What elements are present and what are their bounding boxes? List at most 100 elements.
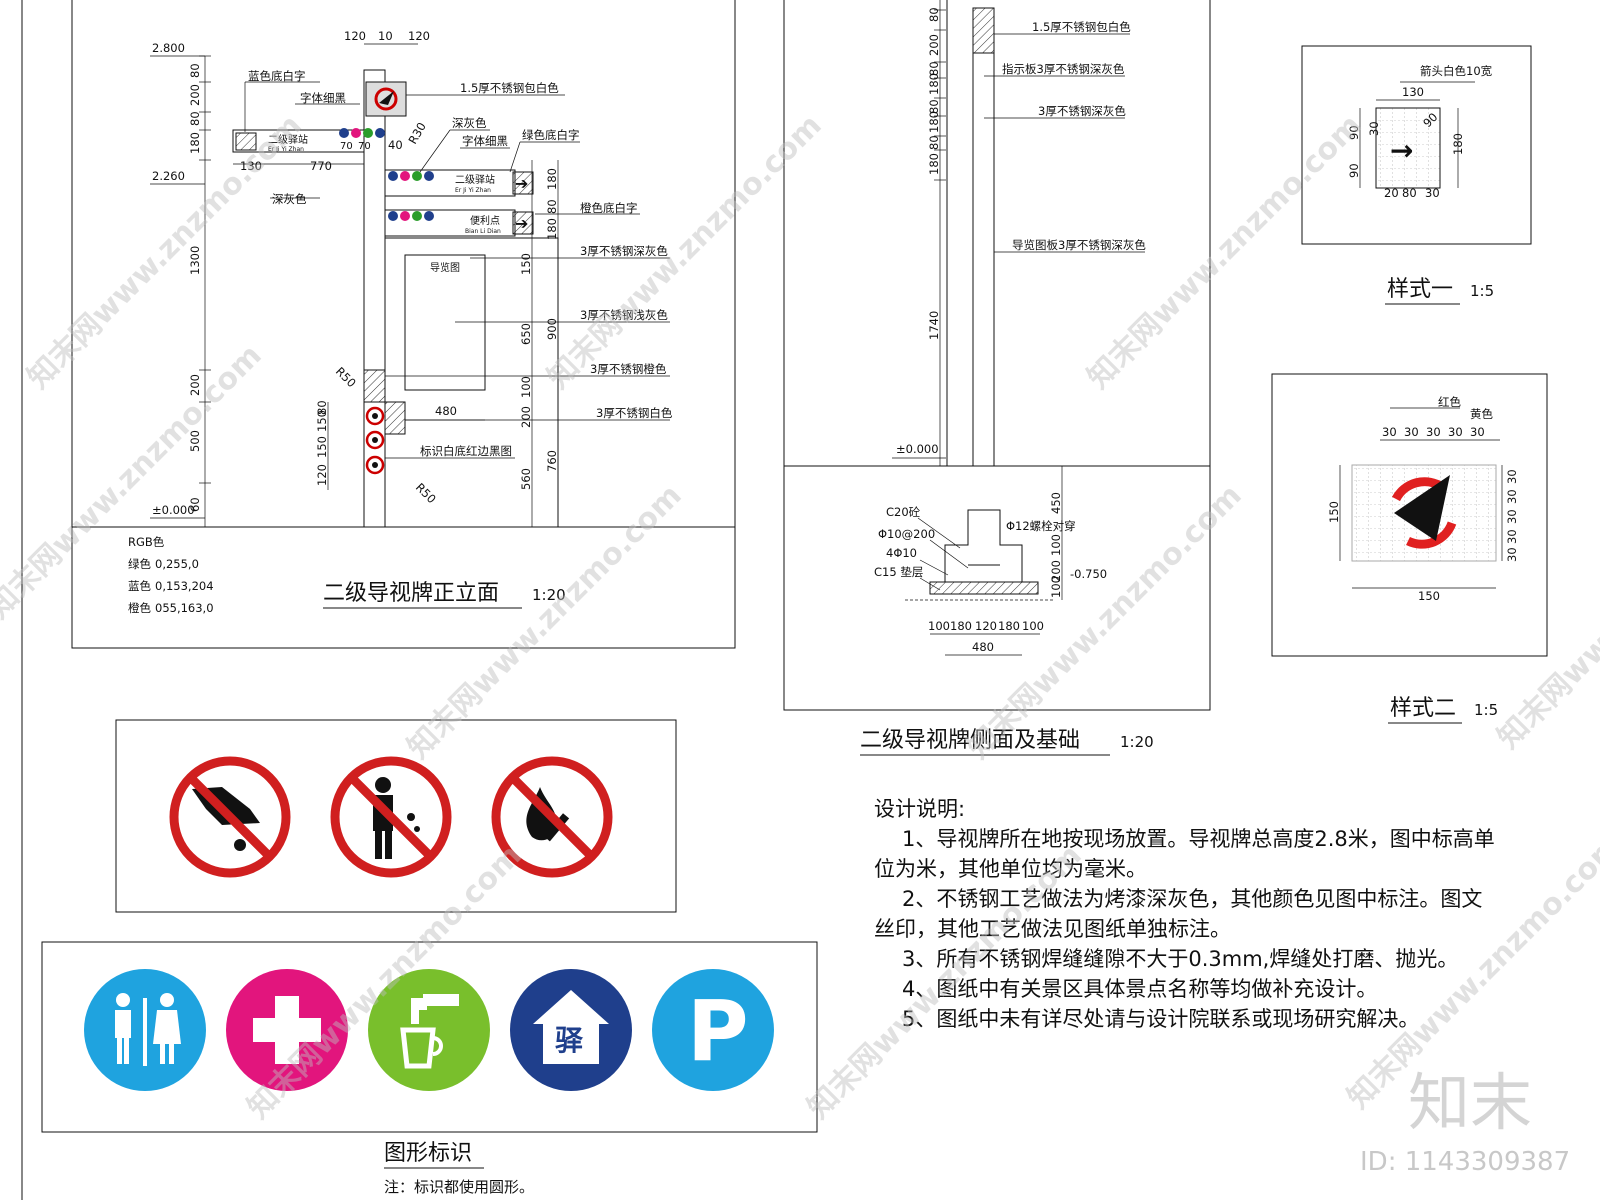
foundation-pad bbox=[929, 581, 1039, 595]
left-sign-sub: Er Ji Yi Zhan bbox=[268, 146, 304, 153]
parking-char: P bbox=[687, 982, 749, 1080]
dim-right-3: 180 bbox=[545, 218, 559, 240]
style-two-height: 150 bbox=[1327, 501, 1341, 523]
style-two-width: 150 bbox=[1418, 589, 1440, 603]
dim-130: 130 bbox=[240, 159, 262, 173]
dim-70b: 70 bbox=[358, 141, 371, 152]
dim-r50a: R50 bbox=[333, 364, 359, 390]
dim-right-1: 180 bbox=[545, 168, 559, 190]
dim-top-1: 120 bbox=[344, 29, 366, 43]
design-note-5: 5、图纸中未有详尽处请与设计院联系或现场研究解决。 bbox=[902, 1007, 1419, 1031]
style-two-scale: 1:5 bbox=[1474, 701, 1498, 719]
dim-770: 770 bbox=[310, 159, 332, 173]
side-total: 480 bbox=[972, 640, 994, 654]
orange-band bbox=[363, 369, 386, 403]
side-ground: ±0.000 bbox=[896, 442, 939, 456]
side-bottom-dim-5: 100 bbox=[1022, 619, 1044, 633]
style-one-dim-90a: 90 bbox=[1347, 125, 1361, 140]
dim-r30: R30 bbox=[405, 120, 428, 147]
design-note-1b: 位为米，其他单位均为毫米。 bbox=[874, 857, 1147, 881]
rgb-green-name: 绿色 bbox=[128, 557, 151, 571]
right-sign-2-sub: Bian Li Dian bbox=[465, 228, 501, 235]
callout-stainless-white: 1.5厚不锈钢包白色 bbox=[460, 81, 559, 95]
front-view-title: 二级导视牌正立面 bbox=[323, 581, 499, 606]
style-two-red-label: 红色 bbox=[1438, 395, 1461, 409]
dim-left-6: 200 bbox=[188, 374, 202, 396]
front-view-frame bbox=[71, 0, 736, 649]
dim-right-7: 100 bbox=[519, 376, 533, 398]
post-sign-icons bbox=[365, 406, 385, 475]
logo-mark-icon bbox=[374, 87, 398, 111]
no-trampling-icon bbox=[169, 756, 291, 878]
side-post bbox=[972, 7, 995, 467]
left-sign-name: 二级驿站 bbox=[268, 133, 308, 146]
side-right-dim-4: 100 bbox=[1049, 576, 1063, 598]
side-dim-1: 80 bbox=[927, 7, 941, 22]
foundation-rebar-1: Φ10@200 bbox=[878, 527, 935, 541]
design-notes: 设计说明: 1、导视牌所在地按现场放置。导视牌总高度2.8米，图中标高单 位为米… bbox=[874, 797, 1495, 1031]
front-post bbox=[363, 69, 386, 528]
first-aid-icon bbox=[226, 969, 348, 1091]
dim-left-7: 500 bbox=[188, 430, 202, 452]
style-one-dim-30: 30 bbox=[1367, 121, 1381, 136]
design-note-2b: 丝印，其他工艺做法见图纸单独标注。 bbox=[874, 917, 1231, 941]
restroom-icon bbox=[84, 969, 206, 1091]
prohibition-frame bbox=[115, 719, 677, 913]
callout-sign-red-border: 标识白底红边黑图 bbox=[420, 444, 512, 458]
style-two-top-dim-4: 30 bbox=[1448, 425, 1463, 439]
side-bottom-dim-1: 100 bbox=[928, 619, 950, 633]
side-dim-6: 180 bbox=[927, 111, 941, 133]
arrow-right-icon: ➔ bbox=[515, 174, 528, 193]
right-sign-1-icons bbox=[388, 171, 434, 181]
dim-right-4: 150 bbox=[519, 253, 533, 275]
style-two-top-dim-3: 30 bbox=[1426, 425, 1441, 439]
map-panel bbox=[404, 254, 486, 391]
dim-left-3: 80 bbox=[188, 111, 202, 126]
left-sign-board bbox=[232, 129, 365, 153]
style-one-box bbox=[1375, 107, 1441, 189]
graphic-signs: 驿 P 图形标识 注：标识都使用圆形。 bbox=[41, 941, 818, 1196]
no-fire-icon bbox=[491, 756, 613, 878]
water-tap-icon bbox=[368, 969, 490, 1091]
rgb-blue-value: 0,153,204 bbox=[155, 579, 214, 593]
side-post-cap bbox=[972, 7, 995, 54]
callout-dark-gray: 深灰色 bbox=[452, 116, 487, 130]
side-bottom-dim-2: 180 bbox=[950, 619, 972, 633]
foundation-rebar-2: 4Φ10 bbox=[886, 546, 917, 560]
style-two-top-dim-1: 30 bbox=[1382, 425, 1397, 439]
brand: 知末 ID: 1143309387 bbox=[1360, 1066, 1570, 1177]
foundation-c20: C20砼 bbox=[886, 505, 921, 519]
style-two-top-dim-2: 30 bbox=[1404, 425, 1419, 439]
station-char: 驿 bbox=[555, 1024, 584, 1057]
foundation-depth: -0.750 bbox=[1070, 567, 1107, 581]
style-one-dim-30b: 30 bbox=[1425, 186, 1440, 200]
dim-left-4: 180 bbox=[188, 132, 202, 154]
dim-480: 480 bbox=[435, 404, 457, 418]
side-callout-1: 1.5厚不锈钢包白色 bbox=[1032, 20, 1131, 34]
graphic-signs-frame bbox=[41, 941, 818, 1133]
graphic-signs-note: 注：标识都使用圆形。 bbox=[384, 1178, 534, 1196]
side-callout-2: 指示板3厚不锈钢深灰色 bbox=[1002, 62, 1125, 76]
side-view: 80 200 80 180 80 180 80 180 1740 1.5厚不锈钢… bbox=[783, 0, 1211, 756]
rgb-title: RGB色 bbox=[128, 535, 165, 549]
style-two-top-dim-5: 30 bbox=[1470, 425, 1485, 439]
style-two-right-dim-4: 30 bbox=[1505, 529, 1519, 544]
dim-150b: 150 bbox=[315, 410, 329, 432]
dim-right-5: 650 bbox=[519, 323, 533, 345]
style-two-logo-icon bbox=[1392, 475, 1457, 549]
style-two-right-dim-1: 30 bbox=[1505, 469, 1519, 484]
front-view-scale: 1:20 bbox=[532, 586, 566, 604]
side-dim-8: 180 bbox=[927, 153, 941, 175]
map-panel-label: 导览图 bbox=[430, 261, 460, 274]
dim-120: 120 bbox=[315, 464, 329, 486]
style-one-dim-80: 80 bbox=[1402, 186, 1417, 200]
side-bottom-dim-4: 180 bbox=[998, 619, 1020, 633]
dim-70a: 70 bbox=[340, 141, 353, 152]
dim-right-2: 80 bbox=[545, 199, 559, 214]
style-two-yellow-label: 黄色 bbox=[1470, 407, 1493, 421]
style-one-callout: 箭头白色10宽 bbox=[1420, 64, 1493, 78]
dim-left-5: 1300 bbox=[188, 246, 202, 275]
right-sign-2-icons bbox=[388, 211, 434, 221]
side-view-frame bbox=[783, 0, 1211, 711]
